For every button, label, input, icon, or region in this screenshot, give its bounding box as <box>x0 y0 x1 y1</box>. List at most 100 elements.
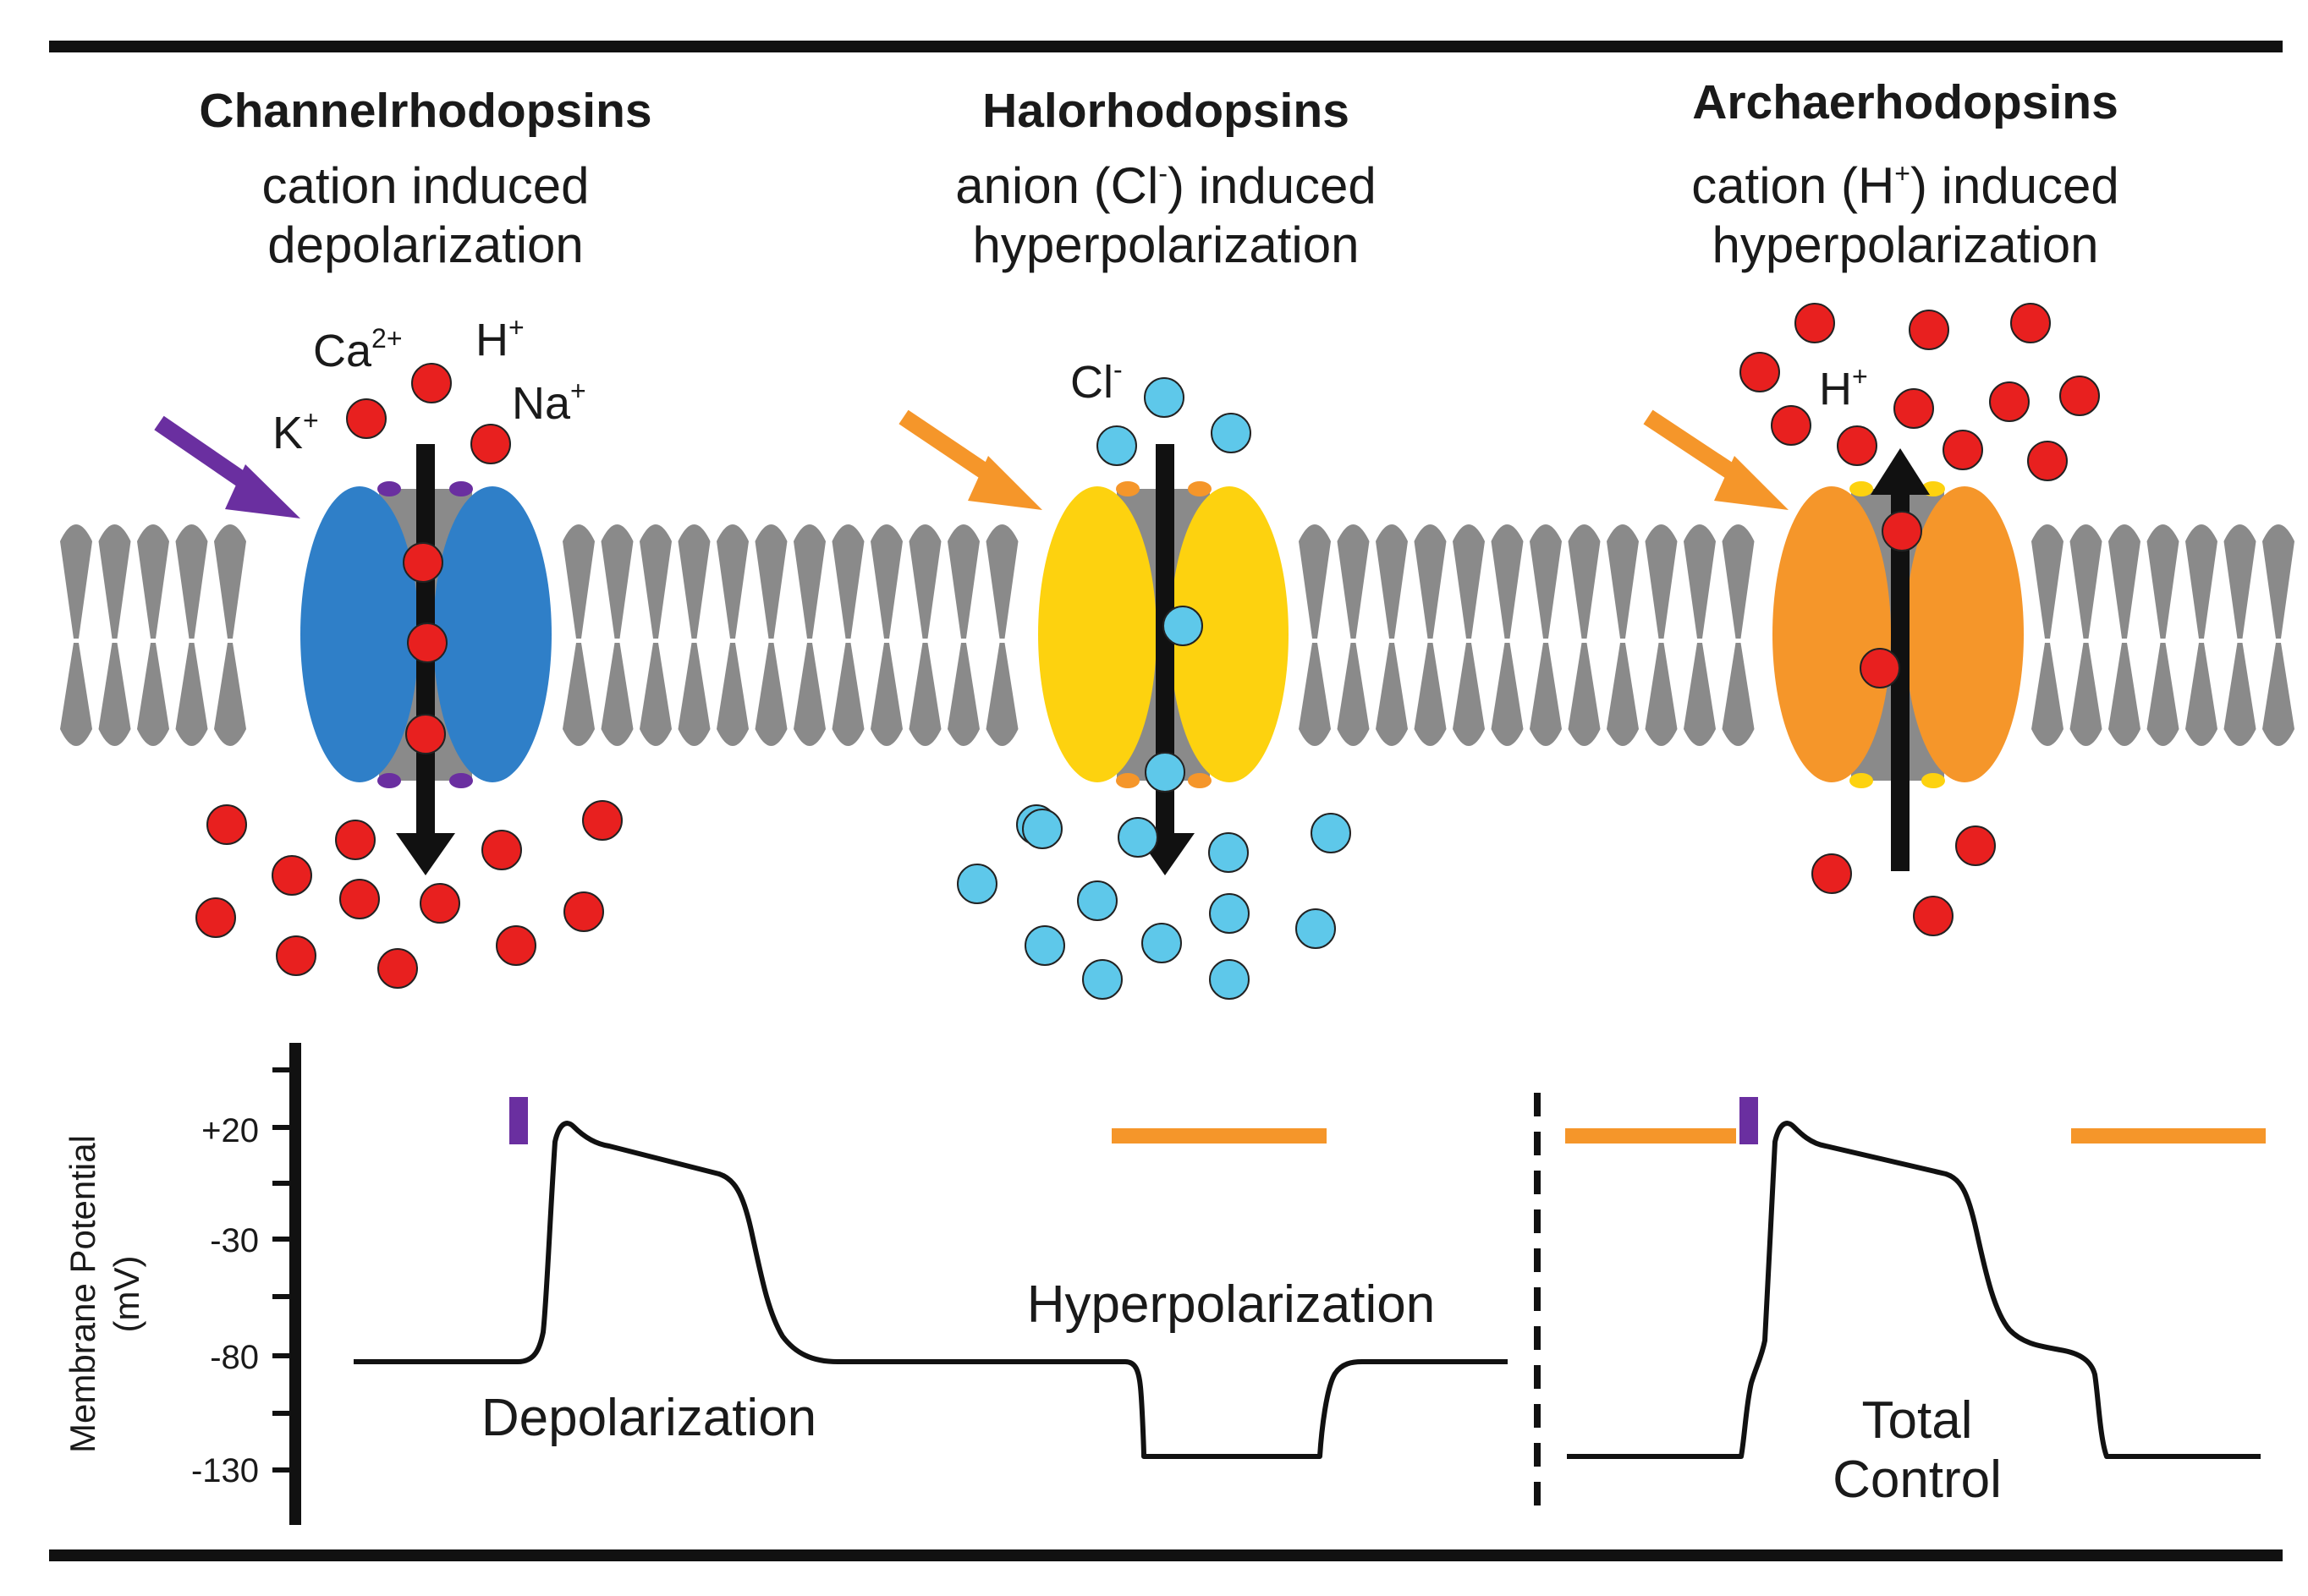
total-control-trace <box>1567 1121 2261 1459</box>
lipid-lower <box>1414 643 1447 746</box>
lipid-lower <box>2108 643 2140 746</box>
lipid-upper <box>175 524 208 639</box>
anion-ion <box>1208 832 1249 873</box>
lipid-lower <box>1299 643 1331 746</box>
lipid-upper <box>794 524 826 639</box>
lipid-upper <box>717 524 749 639</box>
label-hyperpolarization: Hyperpolarization <box>1027 1275 1435 1334</box>
lipid-lower <box>2185 643 2217 746</box>
cation-ion <box>1882 511 1922 551</box>
axis-tick <box>272 1237 294 1242</box>
axis-tick <box>272 1294 294 1299</box>
blue-light-pulse-bar-total <box>1739 1097 1758 1144</box>
anion-ion <box>1141 923 1182 963</box>
tick-label-minus130: -130 <box>191 1452 259 1489</box>
lipid-upper <box>1491 524 1524 639</box>
label-control: Control <box>1833 1451 2002 1509</box>
axis-tick <box>272 1411 294 1416</box>
lipid-upper <box>948 524 980 639</box>
lipid-lower <box>794 643 826 746</box>
tick-label-minus80: -80 <box>210 1339 259 1376</box>
panel-3-line2: hyperpolarization <box>1712 217 2099 273</box>
axis-tick <box>272 1067 294 1072</box>
orange-light-bar-right <box>2071 1128 2266 1144</box>
ion-label-h: H+ <box>475 312 525 365</box>
axis-label-line2: (mV) <box>107 1256 146 1333</box>
lipid-lower <box>175 643 208 746</box>
lipid-upper <box>601 524 634 639</box>
cation-ion <box>481 830 522 870</box>
ion-label-ca: Ca2+ <box>313 323 403 376</box>
cation-ion <box>407 622 448 663</box>
lipid-lower <box>1376 643 1408 746</box>
cation-ion <box>2059 376 2100 416</box>
anion-ion <box>1295 908 1336 949</box>
panel-2-line2: hyperpolarization <box>973 217 1360 273</box>
panel-1-line1: cation induced <box>262 157 590 214</box>
lipid-upper <box>1722 524 1755 639</box>
lipid-upper <box>1684 524 1716 639</box>
anion-ion <box>1162 606 1203 646</box>
anion-ion <box>1118 817 1158 858</box>
ion-label-cl-charge: - <box>1113 354 1123 385</box>
cation-ion <box>411 363 452 403</box>
ion-label-na-symbol: Na <box>512 378 571 429</box>
panel-2-title: Halorhodopsins <box>982 84 1349 138</box>
axis-tick <box>272 1181 294 1186</box>
lipid-upper <box>1453 524 1485 639</box>
lipid-upper <box>2185 524 2217 639</box>
lipid-upper <box>2262 524 2294 639</box>
panel-3-line1-sup: + <box>1894 158 1910 189</box>
channelrhodopsin-protein <box>300 481 552 788</box>
cation-ion <box>1989 381 2030 422</box>
ion-label-cl: Cl- <box>1070 354 1123 408</box>
cation-ion <box>1794 303 1835 343</box>
lipid-lower <box>1645 643 1678 746</box>
lipid-upper <box>563 524 595 639</box>
panel-3-line1-suffix: ) induced <box>1910 157 2119 214</box>
axis-tick <box>272 1467 294 1473</box>
lipid-lower <box>1453 643 1485 746</box>
lipid-lower <box>1568 643 1601 746</box>
cation-ion <box>470 424 511 464</box>
lipid-lower <box>601 643 634 746</box>
cation-ion <box>272 855 312 896</box>
anion-ion <box>1311 813 1351 853</box>
lipid-upper <box>986 524 1019 639</box>
lipid-lower <box>2069 643 2102 746</box>
anion-ion <box>957 864 997 904</box>
lipid-lower <box>98 643 131 746</box>
lipid-lower <box>717 643 749 746</box>
axis-tick <box>272 1125 294 1130</box>
blue-light-pulse-bar <box>509 1097 528 1144</box>
anion-ion <box>1211 413 1251 453</box>
cation-ion <box>346 398 387 439</box>
ion-label-h-arch: H+ <box>1819 361 1868 414</box>
panel-2-line1-suffix: ) induced <box>1168 157 1377 214</box>
lipid-upper <box>214 524 246 639</box>
panel-1-title: Channelrhodopsins <box>199 84 651 138</box>
lipid-lower <box>2223 643 2256 746</box>
anion-ion <box>1025 925 1065 966</box>
cation-ion <box>563 891 604 932</box>
anion-ion <box>1082 959 1123 1000</box>
lipid-lower <box>640 643 672 746</box>
lipid-lower <box>2031 643 2063 746</box>
ion-label-h-charge: + <box>508 312 525 343</box>
lipid-upper <box>909 524 942 639</box>
lipid-upper <box>2108 524 2140 639</box>
lipid-lower <box>1607 643 1639 746</box>
lipid-lower <box>986 643 1019 746</box>
cation-ion <box>1811 853 1852 894</box>
tick-label-minus30: -30 <box>210 1222 259 1259</box>
ion-label-k: K+ <box>272 405 319 458</box>
lipid-upper <box>1645 524 1678 639</box>
lipid-lower <box>563 643 595 746</box>
cation-ion <box>405 714 446 754</box>
lipid-upper <box>98 524 131 639</box>
cation-ion <box>1913 896 1954 936</box>
lipid-upper <box>1376 524 1408 639</box>
lipid-upper <box>755 524 788 639</box>
panel-2-line1-sup: - <box>1158 158 1168 189</box>
